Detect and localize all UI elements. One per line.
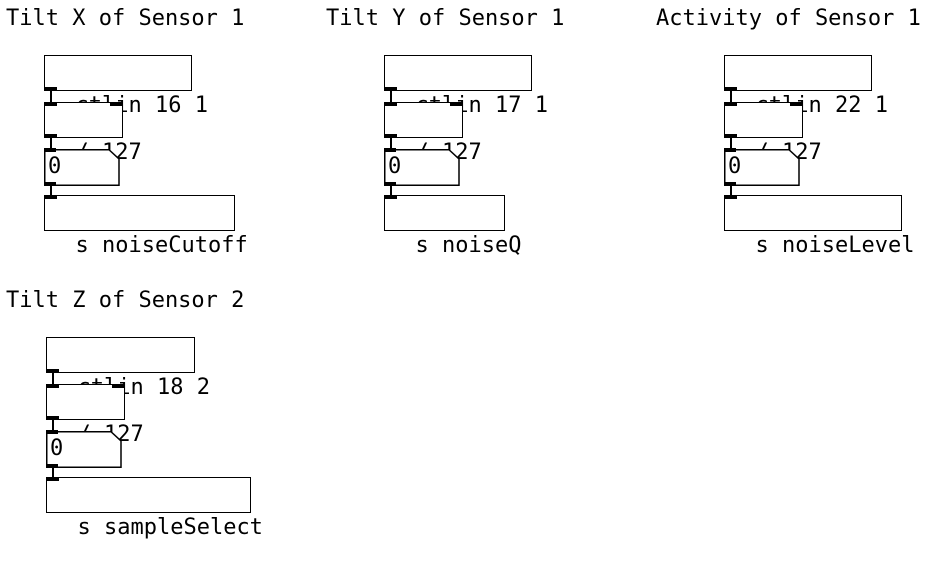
inlet[interactable] bbox=[385, 195, 397, 199]
outlet[interactable] bbox=[44, 182, 56, 186]
outlet[interactable] bbox=[385, 87, 397, 91]
inlet[interactable] bbox=[790, 102, 802, 106]
patch-cord[interactable] bbox=[50, 183, 52, 197]
inlet[interactable] bbox=[725, 195, 737, 199]
comment-tilt-y-sensor-1: Tilt Y of Sensor 1 bbox=[326, 6, 565, 31]
number-box-value: 0 bbox=[50, 436, 64, 461]
patch-cord[interactable] bbox=[52, 419, 54, 433]
send-object-text: s noiseCutoff bbox=[75, 233, 248, 258]
inlet[interactable] bbox=[450, 102, 462, 106]
inlet[interactable] bbox=[45, 195, 57, 199]
divide-object[interactable]: / 127 bbox=[46, 384, 144, 447]
number-box-outline bbox=[44, 149, 120, 186]
patch-cord[interactable] bbox=[52, 465, 54, 479]
patch-cord[interactable] bbox=[390, 137, 392, 151]
patch-cord[interactable] bbox=[390, 183, 392, 197]
number-box[interactable]: 0 bbox=[46, 430, 122, 468]
inlet[interactable] bbox=[725, 102, 737, 106]
outlet[interactable] bbox=[384, 182, 396, 186]
ctlin-object[interactable]: ctlin 16 1 bbox=[44, 55, 208, 118]
ctlin-object[interactable]: ctlin 17 1 bbox=[384, 55, 548, 118]
inlet[interactable] bbox=[45, 102, 57, 106]
number-box-outline bbox=[384, 149, 460, 186]
comment-tilt-z-sensor-2: Tilt Z of Sensor 2 bbox=[6, 288, 245, 313]
inlet[interactable] bbox=[384, 148, 396, 152]
send-object-text: s noiseLevel bbox=[755, 233, 915, 258]
divide-object[interactable]: / 127 bbox=[384, 102, 482, 165]
patch-cord[interactable] bbox=[730, 183, 732, 197]
send-object[interactable]: s sampleSelect bbox=[46, 477, 263, 540]
outlet[interactable] bbox=[724, 182, 736, 186]
inlet[interactable] bbox=[47, 477, 59, 481]
send-object-text: s noiseQ bbox=[415, 233, 522, 258]
ctlin-object[interactable]: ctlin 18 2 bbox=[46, 337, 210, 400]
number-box-value: 0 bbox=[728, 154, 742, 179]
number-box[interactable]: 0 bbox=[44, 148, 120, 186]
inlet[interactable] bbox=[724, 148, 736, 152]
send-object[interactable]: s noiseLevel bbox=[724, 195, 914, 258]
inlet[interactable] bbox=[110, 102, 122, 106]
patch-cord[interactable] bbox=[390, 90, 392, 104]
divide-object[interactable]: / 127 bbox=[724, 102, 822, 165]
send-object[interactable]: s noiseQ bbox=[384, 195, 521, 258]
comment-tilt-x-sensor-1: Tilt X of Sensor 1 bbox=[6, 6, 245, 31]
patch-cord[interactable] bbox=[52, 372, 54, 386]
outlet[interactable] bbox=[725, 134, 737, 138]
inlet[interactable] bbox=[385, 102, 397, 106]
divide-object[interactable]: / 127 bbox=[44, 102, 142, 165]
outlet[interactable] bbox=[45, 87, 57, 91]
number-box-outline bbox=[724, 149, 800, 186]
send-object[interactable]: s noiseCutoff bbox=[44, 195, 248, 258]
number-box-value: 0 bbox=[48, 154, 62, 179]
outlet[interactable] bbox=[725, 87, 737, 91]
patch-cord[interactable] bbox=[50, 137, 52, 151]
patch-cord[interactable] bbox=[730, 90, 732, 104]
number-box[interactable]: 0 bbox=[384, 148, 460, 186]
send-object-text: s sampleSelect bbox=[77, 515, 263, 540]
number-box-value: 0 bbox=[388, 154, 402, 179]
outlet[interactable] bbox=[47, 416, 59, 420]
number-box[interactable]: 0 bbox=[724, 148, 800, 186]
outlet[interactable] bbox=[45, 134, 57, 138]
patch-cord[interactable] bbox=[730, 137, 732, 151]
ctlin-object[interactable]: ctlin 22 1 bbox=[724, 55, 888, 118]
outlet[interactable] bbox=[47, 369, 59, 373]
inlet[interactable] bbox=[46, 430, 58, 434]
patch-cord[interactable] bbox=[50, 90, 52, 104]
outlet[interactable] bbox=[385, 134, 397, 138]
comment-activity-sensor-1: Activity of Sensor 1 bbox=[656, 6, 921, 31]
outlet[interactable] bbox=[46, 464, 58, 468]
inlet[interactable] bbox=[44, 148, 56, 152]
inlet[interactable] bbox=[112, 384, 124, 388]
inlet[interactable] bbox=[47, 384, 59, 388]
number-box-outline bbox=[46, 431, 122, 468]
